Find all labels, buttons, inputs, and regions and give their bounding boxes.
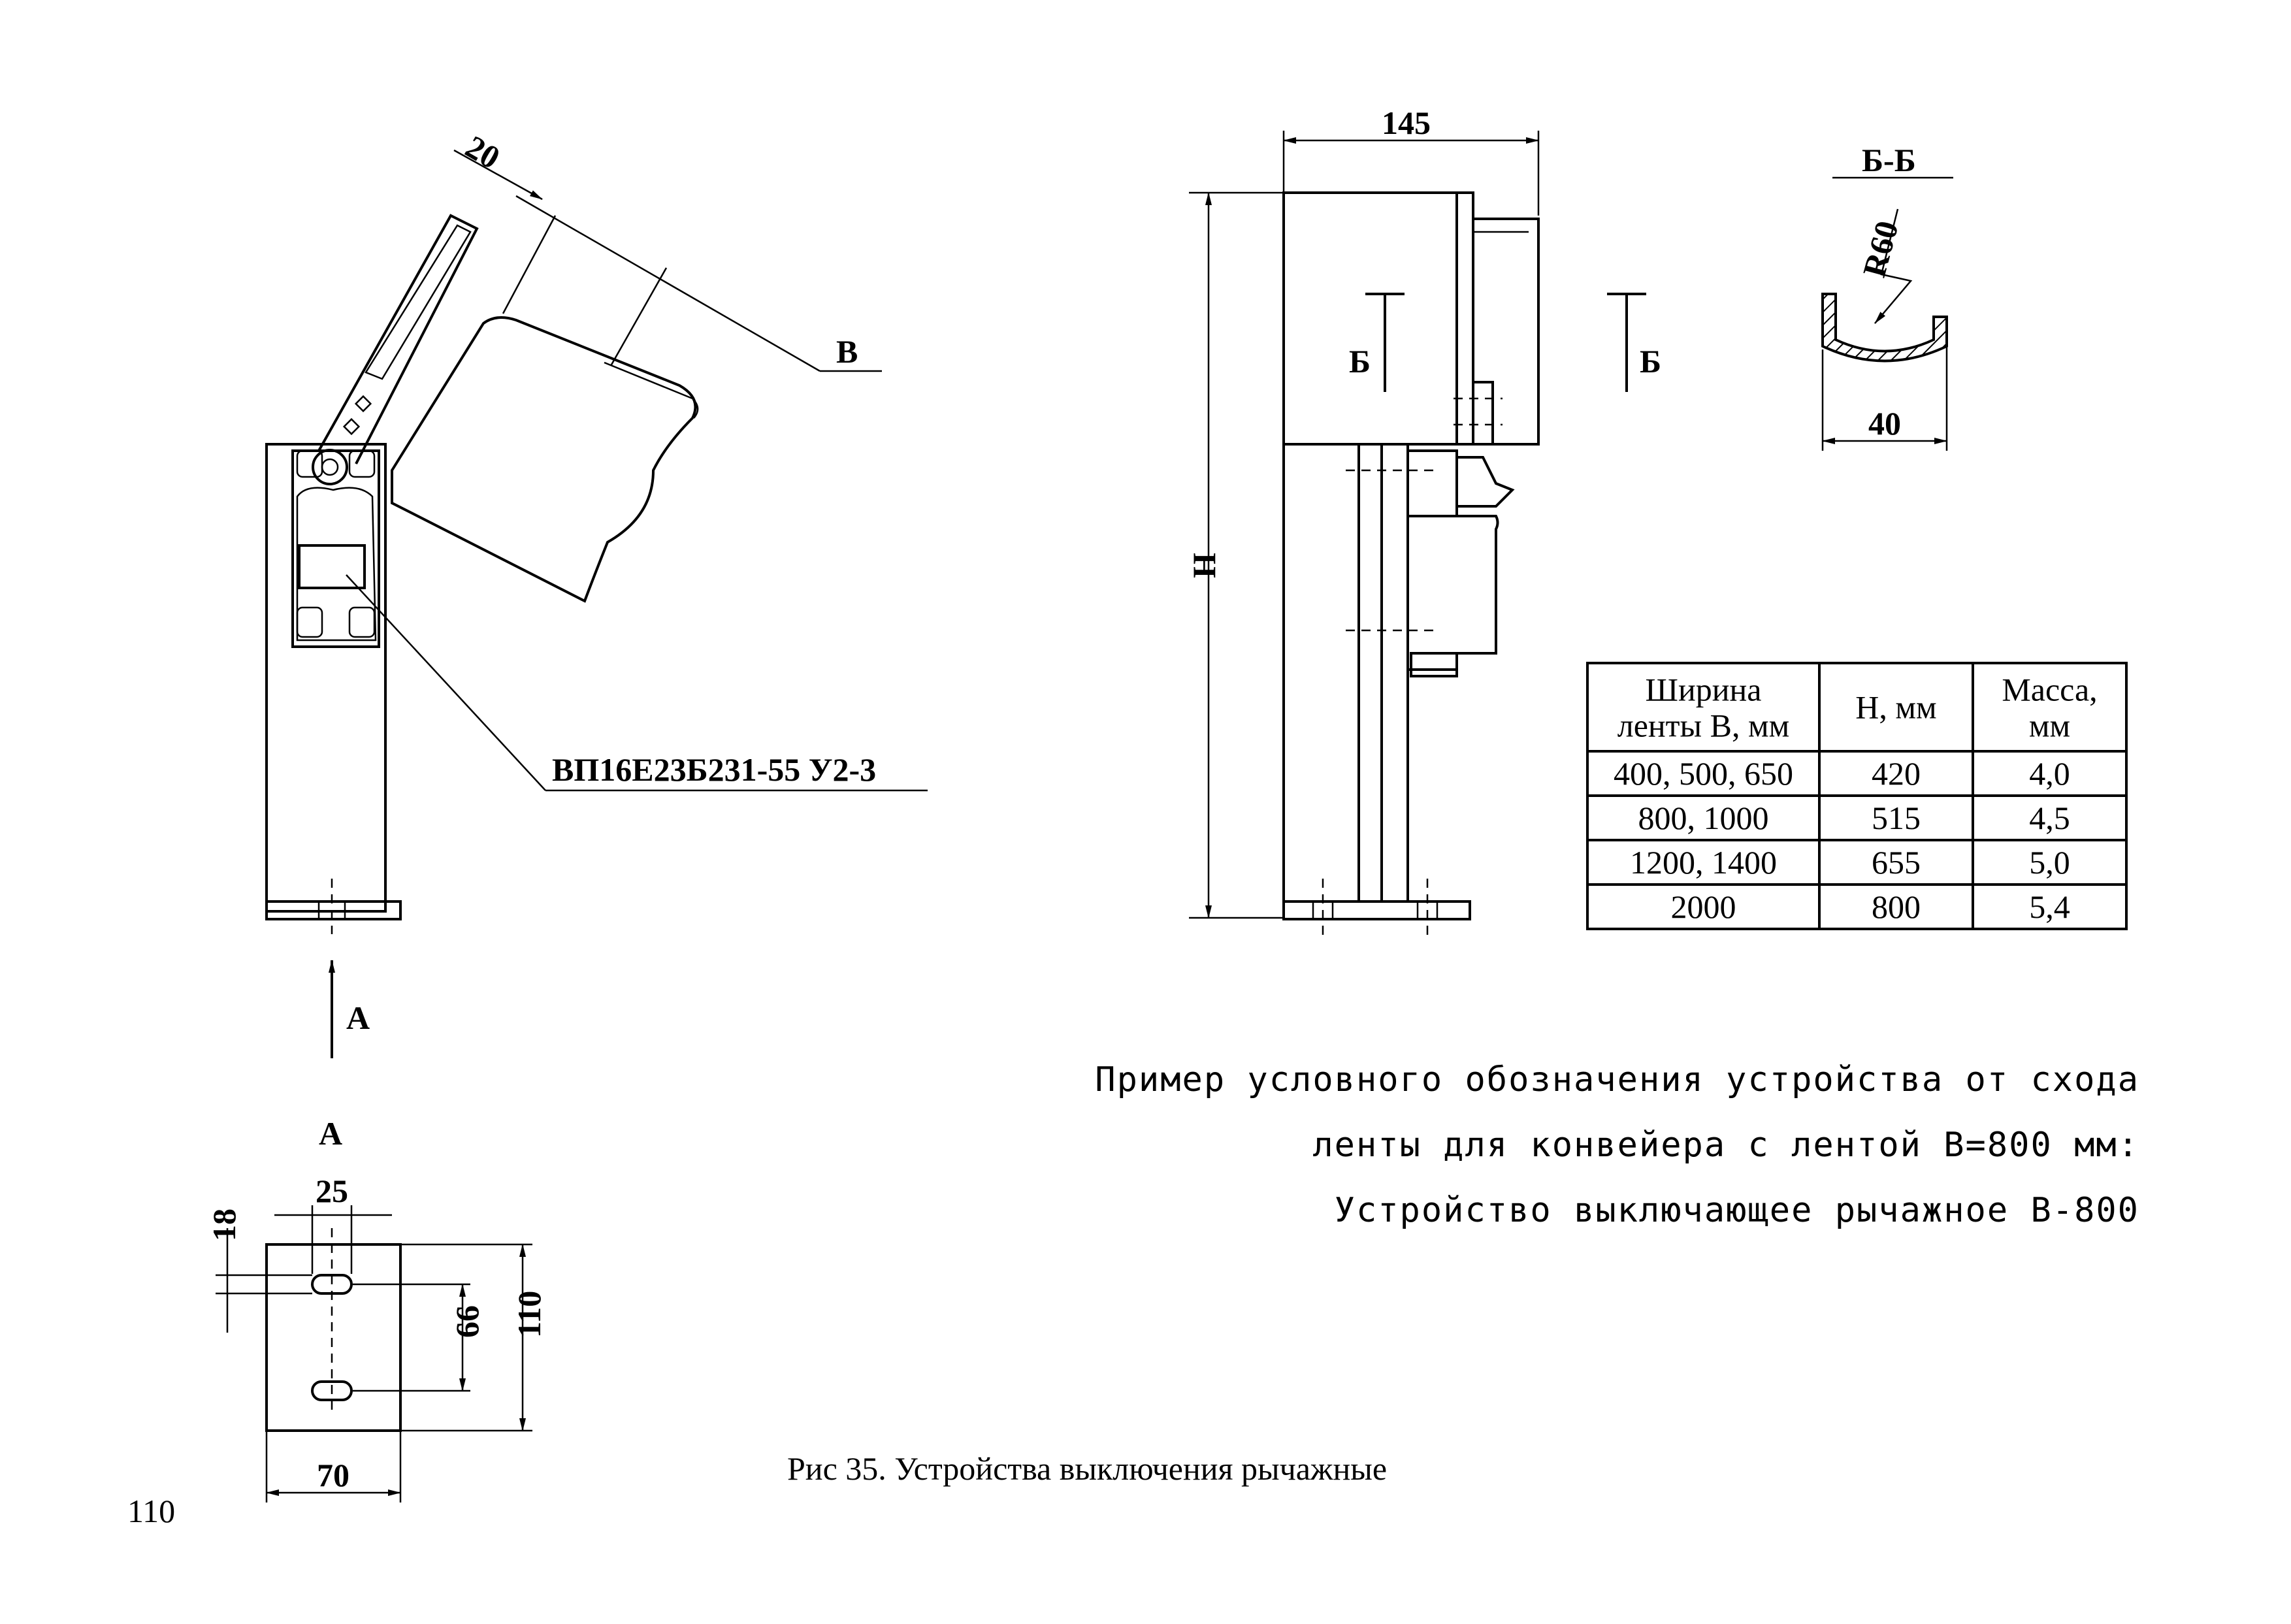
dim-110-label: 110 (511, 1291, 547, 1338)
pivot-circle (312, 449, 348, 485)
table-header: Ширина (1646, 672, 1762, 708)
channel-profile (1821, 293, 1948, 363)
view-a-plate (265, 1243, 402, 1432)
table-cell: 4,0 (2029, 755, 2070, 792)
section-bb-title: Б-Б (1862, 142, 1916, 178)
side-switch-body (1406, 515, 1499, 671)
table-cell: 2000 (1671, 888, 1736, 925)
slot-hole-bottom (311, 1380, 353, 1401)
switch-designation: ВП16Е23Б231-55 У2-3 (552, 751, 876, 788)
example-line-1: Пример условного обозначения устройства … (1095, 1060, 2139, 1099)
designation-example: Пример условного обозначения устройства … (1095, 1060, 2139, 1230)
dim-20-label: 20 (460, 128, 506, 176)
dim-18-label: 18 (206, 1209, 242, 1241)
table-cell: 655 (1872, 844, 1921, 881)
upper-plate (1282, 191, 1458, 446)
example-line-2: ленты для конвейера с лентой В=800 мм: (1312, 1126, 2139, 1165)
table-header: ленты В, мм (1617, 707, 1789, 744)
dim-h-label: Н (1186, 553, 1222, 578)
table-cell: 800, 1000 (1638, 800, 1769, 836)
limit-switch-body (291, 449, 380, 648)
side-base-plate (1282, 900, 1471, 920)
dim-25-label: 25 (316, 1173, 348, 1209)
example-line-3: Устройство выключающее рычажное В-800 (1335, 1191, 2139, 1230)
table-cell: 1200, 1400 (1630, 844, 1777, 881)
figure-caption: Рис 35. Устройства выключения рычажные (787, 1450, 1387, 1487)
section-right-label: Б (1640, 343, 1661, 380)
table-cell: 4,5 (2029, 800, 2070, 836)
side-view: 145 Н Б Б (1186, 105, 1661, 941)
dim-70-label: 70 (317, 1457, 349, 1493)
table-header: мм (2029, 707, 2070, 744)
front-view: В 20 ВП16Е23Б231-55 У2-3 А (265, 128, 928, 1058)
view-a-title: А (319, 1115, 342, 1152)
radius-label: R60 (1855, 217, 1905, 281)
table-cell: 515 (1872, 800, 1921, 836)
post-body (265, 443, 387, 913)
page-number: 110 (127, 1493, 175, 1529)
table-header: Н, мм (1855, 689, 1936, 726)
table-cell: 420 (1872, 755, 1921, 792)
side-switch-mount (1406, 449, 1458, 517)
view-a-arrow-label: А (346, 999, 370, 1036)
lower-post (1282, 443, 1360, 903)
table-cell: 5,0 (2029, 844, 2070, 881)
base-plate (265, 900, 402, 920)
table-cell: 5,4 (2029, 888, 2070, 925)
lever-arm (317, 214, 479, 464)
dim-66-label: 66 (449, 1305, 485, 1338)
section-bb: Б-Б R60 40 (1821, 142, 1953, 451)
table-cell: 400, 500, 650 (1614, 755, 1793, 792)
table-header: Масса, (2002, 672, 2097, 708)
section-left-label: Б (1349, 343, 1371, 380)
switch-window (298, 544, 366, 589)
paddle-plate (391, 316, 697, 603)
leader-b-label: В (836, 333, 858, 370)
view-a: А 25 18 66 110 70 (206, 1115, 547, 1502)
dim-145-label: 145 (1382, 105, 1431, 141)
table-cell: 800 (1872, 888, 1921, 925)
width-label: 40 (1868, 405, 1901, 442)
